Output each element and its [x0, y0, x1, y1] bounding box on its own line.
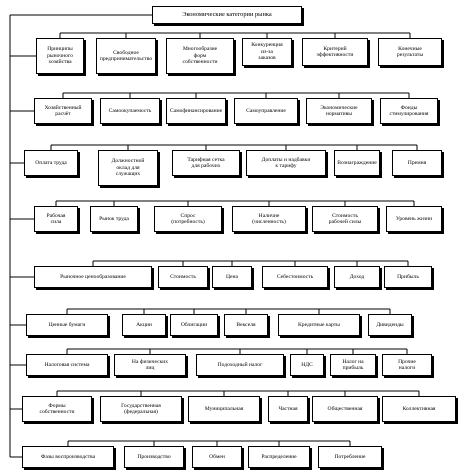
category-box: Рабочая сила	[34, 206, 78, 232]
category-box: Векселя	[224, 314, 268, 336]
category-box: Распределение	[248, 446, 310, 468]
category-box: Самоокупаемость	[100, 98, 160, 124]
category-box: На физических лиц	[114, 354, 186, 376]
category-box: Хозяйственный расчёт	[34, 98, 92, 124]
category-box: Рыночное ценообразование	[34, 266, 152, 288]
category-box: Стоимость	[158, 266, 208, 288]
category-box: Акции	[122, 314, 166, 336]
category-box: Ценные бумаги	[26, 314, 108, 336]
category-box: Принципы рыночного хозяйства	[36, 38, 84, 74]
category-box: Тарифная сетка для рабочих	[172, 150, 240, 176]
category-box: Уровень жизни	[386, 206, 442, 232]
category-box: Государственная (федеральная)	[100, 396, 182, 422]
category-box: Вознаграждение	[334, 150, 380, 176]
category-box: Конечные результаты	[378, 38, 442, 66]
category-box: Рынок труда	[90, 206, 138, 232]
category-box: Себестоимость	[262, 266, 328, 288]
category-box: Облигации	[170, 314, 218, 336]
category-box: Стоимость рабочей силы	[312, 206, 378, 232]
category-box: Спрос (потребность)	[154, 206, 222, 232]
category-box: Многообразие форм собственности	[166, 38, 234, 74]
category-box: Цена	[212, 266, 252, 288]
category-box: Самофинансирование	[166, 98, 226, 124]
category-box: Муниципальная	[188, 396, 260, 422]
category-box: Налог на прибыль	[330, 354, 376, 376]
category-box: Премия	[392, 150, 442, 176]
category-box: Оплата труда	[24, 150, 78, 176]
category-box: Частная	[268, 396, 308, 422]
category-box: Доплаты и надбавки к тарифу	[246, 150, 326, 176]
category-box: Прибыль	[384, 266, 432, 288]
category-box: Свободное предпринимательство	[96, 38, 156, 74]
category-box: Фонды стимулирования	[380, 98, 438, 124]
category-box: Фазы воспроизводства	[22, 446, 114, 468]
category-box: Потребление	[318, 446, 382, 468]
category-box: Наличие (численность)	[232, 206, 306, 232]
category-box: Коллективная	[382, 396, 456, 422]
category-box: Критерий эффективности	[302, 38, 368, 66]
category-box: НДС	[290, 354, 324, 376]
category-box: Доход	[334, 266, 380, 288]
category-box: Общественная	[312, 396, 378, 422]
category-box: Дивиденды	[368, 314, 412, 336]
category-box: Формы собственности	[22, 396, 92, 422]
root-box: Экономические категории рынка	[152, 6, 302, 24]
category-box: Конкуренция из-за заказов	[242, 38, 292, 66]
category-box: Самоуправление	[234, 98, 298, 124]
category-box: Налоговая система	[26, 354, 108, 376]
category-box: Должностной оклад для служащих	[98, 150, 158, 186]
category-box: Подоходный налог	[196, 354, 284, 376]
category-box: Экономические нормативы	[306, 98, 372, 124]
category-box: Обмен	[192, 446, 242, 468]
category-box: Производство	[124, 446, 184, 468]
category-box: Кредитные карты	[278, 314, 360, 336]
category-box: Прочие налоги	[382, 354, 432, 376]
